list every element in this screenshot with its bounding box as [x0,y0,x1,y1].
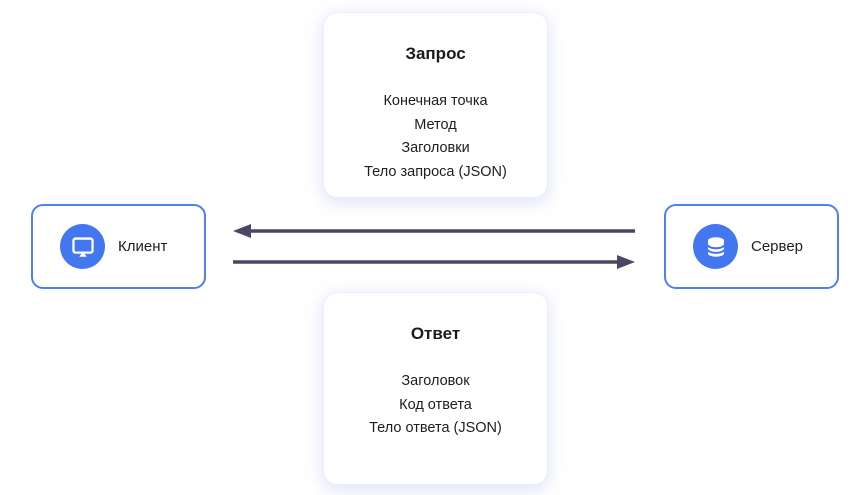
arrowhead-left-icon [233,224,251,238]
response-item-code: Код ответа [399,396,472,413]
request-item-method: Метод [414,116,457,133]
request-item-endpoint: Конечная точка [383,93,488,109]
arrowhead-right-icon [617,255,635,269]
request-card-title: Запрос [405,44,466,63]
request-item-body: Тело запроса (JSON) [364,163,507,180]
arrow-server-to-client [233,224,635,238]
request-card: Запрос Конечная точка Метод Заголовки Те… [323,12,548,198]
server-icon-circle [693,224,738,269]
request-item-headers: Заголовки [401,140,470,156]
arrow-client-to-server [233,255,635,269]
client-icon-circle [60,224,105,269]
response-card-title: Ответ [410,324,461,343]
response-card: Ответ Заголовок Код ответа Тело ответа (… [323,292,548,485]
response-item-header: Заголовок [401,373,470,389]
request-card-items: Конечная точка Метод Заголовки Тело запр… [324,90,547,184]
monitor-icon [71,236,94,257]
response-item-body: Тело ответа (JSON) [369,420,502,436]
client-label: Клиент [118,238,168,255]
client-node: Клиент [31,204,206,289]
response-card-items: Заголовок Код ответа Тело ответа (JSON) [324,370,547,441]
request-response-arrows [233,224,635,269]
database-icon [706,236,725,257]
server-node: Сервер [664,204,839,289]
server-label: Сервер [751,238,804,255]
